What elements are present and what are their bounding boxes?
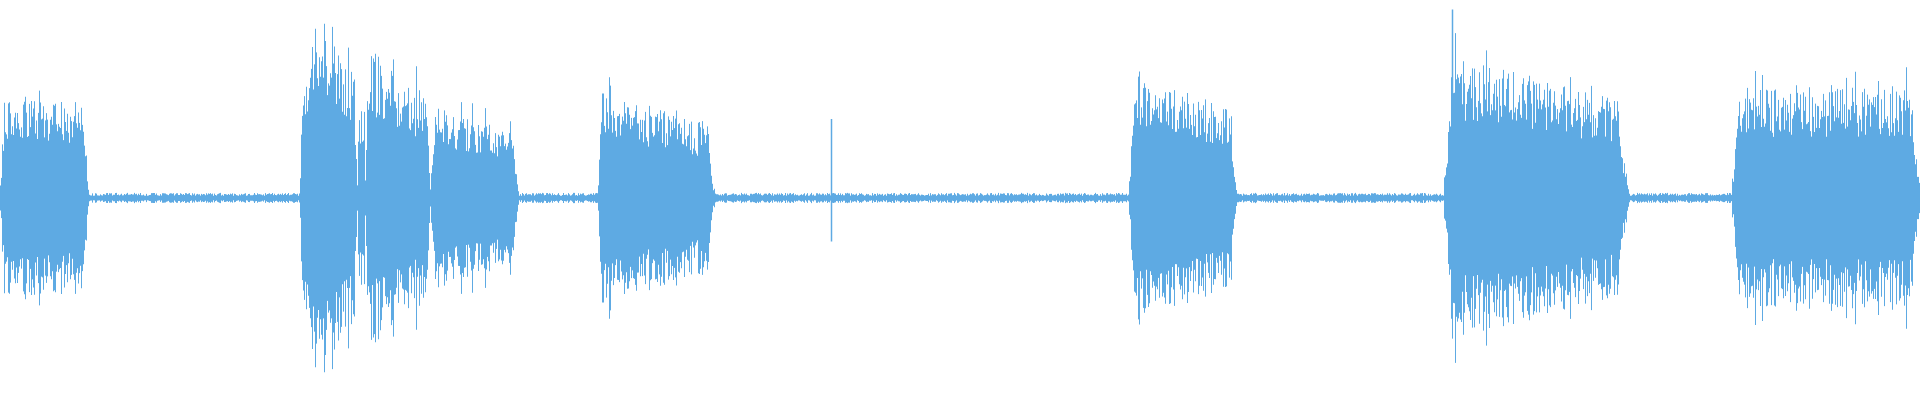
waveform-signal <box>0 23 1920 373</box>
waveform-bars <box>0 9 1920 373</box>
